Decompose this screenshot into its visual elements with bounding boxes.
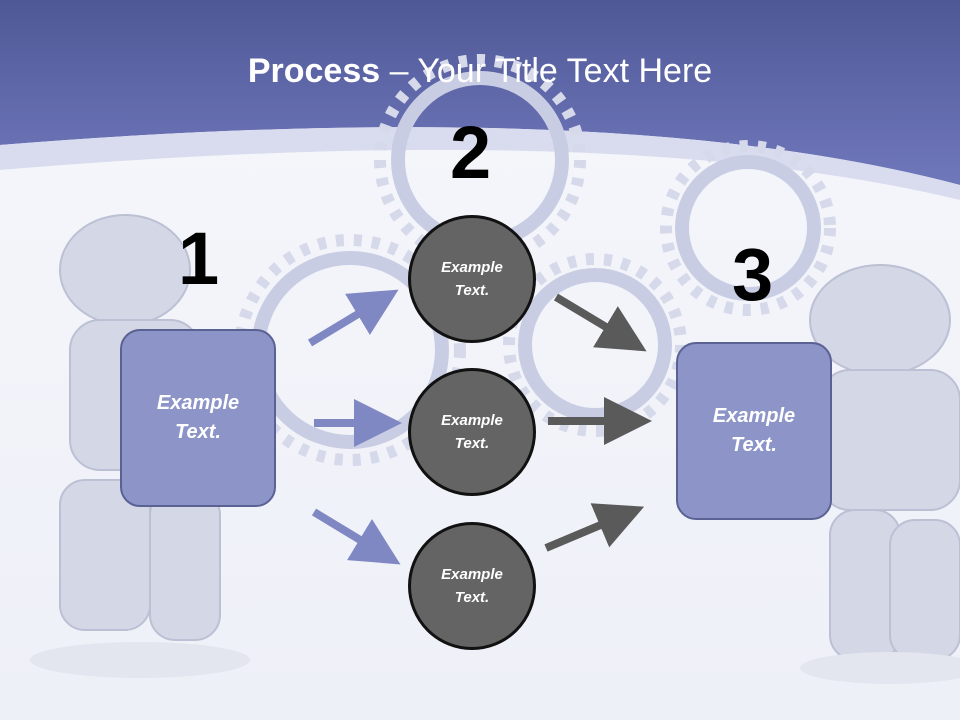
right-text-box: Example Text. [676,342,832,520]
arrow-up-right [307,289,399,347]
right-box-text: Example Text. [712,405,796,456]
circle-top-text: Example Text. [441,259,503,299]
title-bold: Process [247,52,381,90]
circle-bottom: Example Text. [408,522,536,650]
circle-bottom-text: Example Text. [441,566,503,606]
step-number-3: 3 [732,233,774,316]
header-band [0,0,960,185]
step-number-1: 1 [178,217,220,300]
robot-right-icon [800,264,960,684]
circle-top: Example Text. [408,215,536,343]
header-swoosh [0,127,960,200]
arrow-up-right-dark [544,503,645,552]
step-number-2: 2 [450,111,492,194]
arrow-down-right [311,508,401,565]
title-rest: – Your Title Text Here [380,52,713,90]
circle-middle-text: Example Text. [441,412,503,452]
left-box-text: Example Text. [156,392,240,443]
arrow-down-right-dark [553,293,647,352]
circle-middle: Example Text. [408,368,536,496]
slide-title: Process – Your Title Text Here [0,52,960,91]
left-text-box: Example Text. [120,329,276,507]
